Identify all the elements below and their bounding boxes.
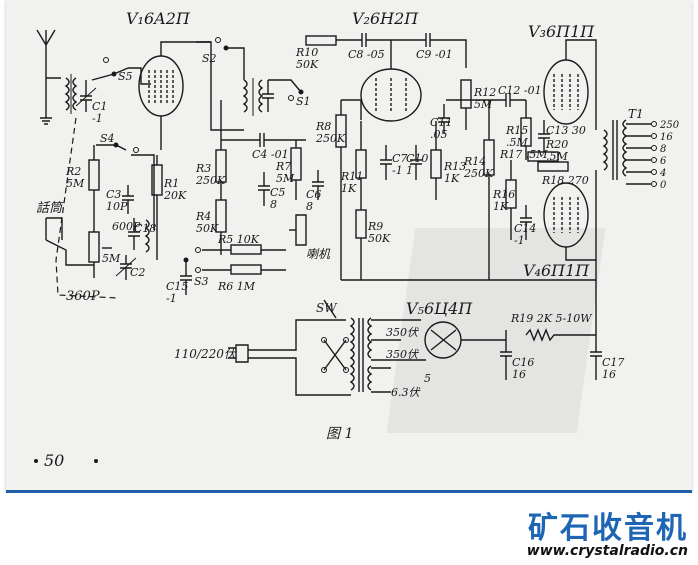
label-s2: S2 — [202, 52, 217, 65]
antenna-icon — [36, 29, 56, 60]
label-c2: C2 — [130, 266, 145, 279]
tap-label: 0 — [660, 180, 667, 191]
label-5v: 5 — [424, 372, 431, 385]
figure-caption: 图 1 — [326, 426, 353, 442]
label-600p: 600P — [112, 220, 141, 233]
mains-plug-icon — [228, 344, 249, 363]
label-c11: C11.05 — [430, 116, 452, 141]
tap-label: 6 — [660, 156, 667, 167]
label-c4: C4 -01 — [252, 148, 289, 161]
circuit-diagram: V₁6A2Π V₂6H2Π V₃6Π1Π V₄6Π1Π V₅6Ц4Π R120K… — [34, 9, 680, 470]
label-350v-a: 350伏 — [386, 326, 419, 339]
label-v5: V₅6Ц4Π — [406, 299, 473, 318]
label-v2: V₂6H2Π — [352, 9, 419, 28]
label-v3: V₃6Π1Π — [528, 22, 595, 41]
label-tuning-cap: 360P — [66, 289, 100, 304]
if-transformer — [242, 78, 274, 116]
label-v4: V₄6Π1Π — [523, 261, 590, 280]
label-sw: SW — [316, 301, 338, 315]
tube-v4 — [543, 182, 589, 248]
label-350v-b: 350伏 — [386, 348, 419, 361]
label-r5: R5 10K — [217, 233, 260, 246]
power-transformer — [349, 317, 373, 392]
tap-label: 250 — [659, 120, 680, 131]
label-s3: S3 — [194, 275, 209, 288]
site-title: 矿石收音机 — [528, 511, 688, 546]
label-c15: C15-1 — [166, 280, 188, 305]
page-number: 50 — [44, 451, 64, 470]
label-c8: C8 -05 — [348, 48, 385, 61]
label-s5: S5 — [118, 70, 133, 83]
label-r15: R15.5M — [505, 124, 528, 149]
label-pot-5m: 5M — [102, 252, 121, 265]
tap-label: 8 — [660, 144, 666, 155]
label-c7: C7-1 — [392, 152, 407, 177]
label-r20: R20.5M — [545, 138, 568, 163]
tap-label: 4 — [659, 168, 666, 179]
label-s1: S1 — [296, 95, 311, 108]
label-r18: R18 270 — [541, 174, 589, 187]
tube-v3 — [543, 59, 589, 125]
label-c1: C1-1 — [92, 100, 107, 125]
site-banner: 矿石收音机 www.crystalradio.cn — [0, 493, 698, 565]
label-c12: C12 -01 — [498, 84, 542, 97]
label-s4: S4 — [100, 132, 115, 145]
label-v1: V₁6A2Π — [126, 9, 191, 28]
speaker-icon — [289, 214, 307, 246]
label-t1: T1 — [628, 107, 644, 121]
label-r6: R6 1M — [217, 280, 256, 293]
label-6v3: 6.3伏 — [391, 386, 420, 399]
label-r19: R19 2K 5-10W — [510, 312, 593, 325]
label-c18: C18 — [134, 222, 156, 235]
label-c9: C9 -01 — [416, 48, 453, 61]
output-transformer — [602, 119, 657, 187]
site-url[interactable]: www.crystalradio.cn — [526, 543, 688, 559]
tube-v5 — [424, 321, 462, 359]
label-pickup: 話筒 — [36, 201, 64, 216]
label-c14: C14-1 — [514, 222, 536, 247]
tube-v1 — [138, 55, 184, 117]
label-speaker: 喇机 — [306, 247, 331, 261]
label-c13: C13 30 — [546, 124, 586, 137]
label-r17: R17 .5M — [499, 148, 548, 161]
input-coil — [40, 74, 78, 125]
tap-label: 16 — [660, 132, 673, 143]
label-mains: 110/220伏 — [174, 347, 238, 361]
tube-v2 — [360, 68, 422, 122]
